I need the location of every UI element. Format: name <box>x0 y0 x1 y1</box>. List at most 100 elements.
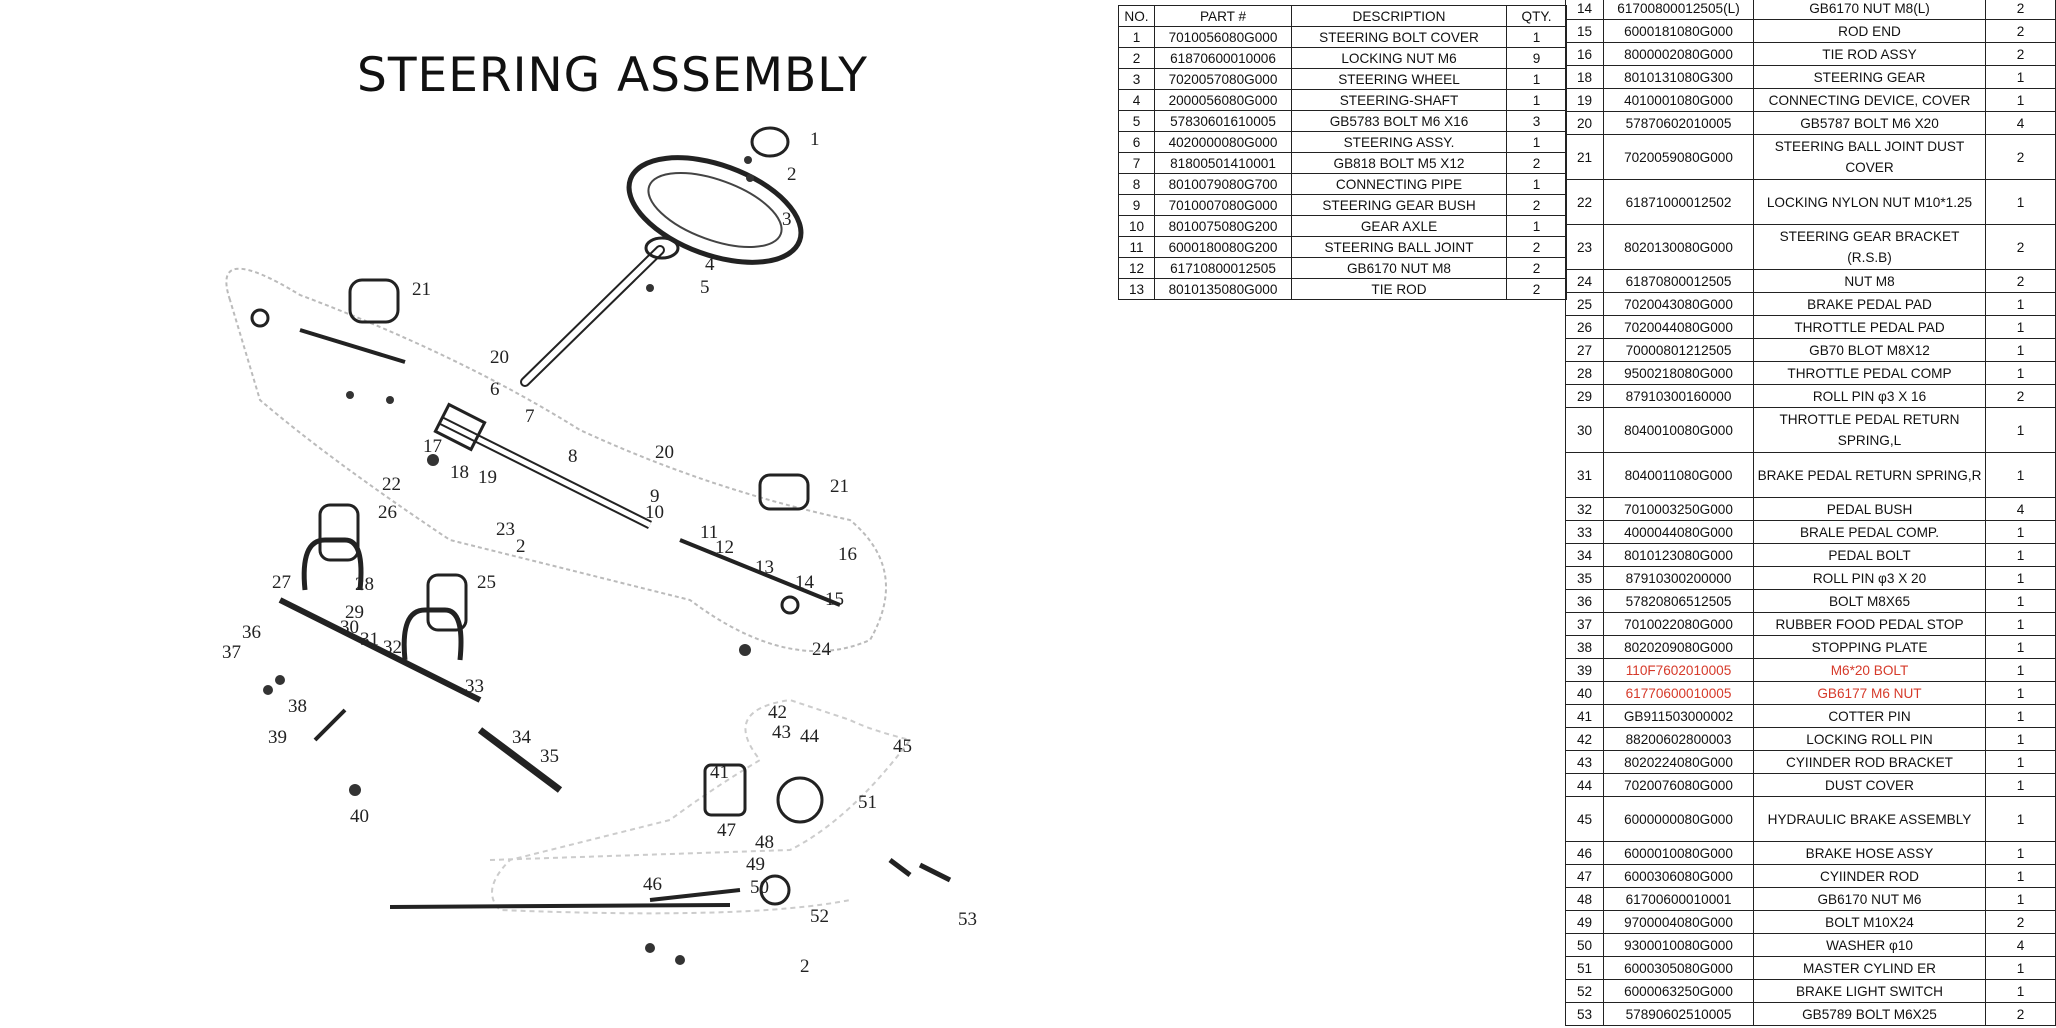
cell-description: GB818 BOLT M5 X12 <box>1291 152 1507 174</box>
cell-qty: 2 <box>1985 910 2056 934</box>
cell-qty: 1 <box>1985 658 2056 682</box>
cell-part: 8010123080G000 <box>1603 543 1754 567</box>
cell-no: 21 <box>1565 134 1604 180</box>
cell-no: 49 <box>1565 910 1604 934</box>
cell-no: 4 <box>1118 89 1155 111</box>
cell-qty: 1 <box>1985 543 2056 567</box>
callout-11: 11 <box>700 522 718 543</box>
cell-qty: 2 <box>1985 19 2056 43</box>
callout-38: 38 <box>288 696 307 717</box>
cell-part: 8010135080G000 <box>1154 278 1292 300</box>
cell-no: 45 <box>1565 796 1604 842</box>
cell-description: ROLL PIN φ3 X 16 <box>1753 384 1986 408</box>
callout-45: 45 <box>893 736 912 757</box>
cell-description: TIE ROD ASSY <box>1753 42 1986 66</box>
callout-52: 52 <box>810 906 829 927</box>
callout-27: 27 <box>272 572 291 593</box>
cell-part: 7020044080G000 <box>1603 315 1754 339</box>
callout-4: 4 <box>705 254 715 275</box>
callout-3: 3 <box>782 209 792 230</box>
cell-qty: 4 <box>1985 497 2056 521</box>
table-header-row: NO. PART # DESCRIPTION QTY. <box>1118 5 1567 27</box>
callout-9: 9 <box>650 486 660 507</box>
callout-2: 2 <box>787 164 797 185</box>
cell-qty: 2 <box>1985 269 2056 293</box>
callout-31: 31 <box>360 629 379 650</box>
cell-no: 19 <box>1565 88 1604 112</box>
cell-part: 57830601610005 <box>1154 110 1292 132</box>
cell-no: 13 <box>1118 278 1155 300</box>
callout-33: 33 <box>465 676 484 697</box>
cell-qty: 1 <box>1985 864 2056 888</box>
callout-39: 39 <box>268 727 287 748</box>
cell-qty: 1 <box>1985 727 2056 751</box>
cell-qty: 1 <box>1985 773 2056 797</box>
cell-description: M6*20 BOLT <box>1753 658 1986 682</box>
callout-22: 22 <box>382 474 401 495</box>
callout-16: 16 <box>838 544 857 565</box>
callout-6: 6 <box>490 379 500 400</box>
cell-description: GB5789 BOLT M6X25 <box>1753 1002 1986 1026</box>
cell-qty: 2 <box>1506 194 1567 216</box>
cell-no: 53 <box>1565 1002 1604 1026</box>
cell-part: 61770600010005 <box>1603 681 1754 705</box>
cell-qty: 1 <box>1506 89 1567 111</box>
exploded-diagram: 1 2 3 4 5 6 7 8 9 10 11 12 13 14 15 16 1… <box>150 100 1030 1020</box>
callout-32: 32 <box>383 637 402 658</box>
cell-part: 7010056080G000 <box>1154 26 1292 48</box>
cell-part: 6000181080G000 <box>1603 19 1754 43</box>
cell-qty: 1 <box>1985 407 2056 453</box>
cell-qty: 1 <box>1985 841 2056 865</box>
cell-part: 87910300200000 <box>1603 566 1754 590</box>
callout-18: 18 <box>450 462 469 483</box>
callout-53: 53 <box>958 909 977 930</box>
cell-description: LOCKING ROLL PIN <box>1753 727 1986 751</box>
cell-description: STEERING WHEEL <box>1291 68 1507 90</box>
cell-part: 8000002080G000 <box>1603 42 1754 66</box>
cell-no: 5 <box>1118 110 1155 132</box>
callout-28: 28 <box>355 574 374 595</box>
cell-no: 23 <box>1565 224 1604 270</box>
cell-qty: 2 <box>1985 0 2056 20</box>
cell-part: 61700600010001 <box>1603 887 1754 911</box>
cell-qty: 1 <box>1985 704 2056 728</box>
cell-qty: 2 <box>1506 152 1567 174</box>
cell-no: 14 <box>1565 0 1604 20</box>
cell-no: 44 <box>1565 773 1604 797</box>
cell-part: 8040011080G000 <box>1603 452 1754 498</box>
cell-part: 7010003250G000 <box>1603 497 1754 521</box>
cell-description: STEERING BOLT COVER <box>1291 26 1507 48</box>
cell-qty: 1 <box>1985 589 2056 613</box>
header-part: PART # <box>1154 5 1292 27</box>
callout-40: 40 <box>350 806 369 827</box>
parts-table-left: NO. PART # DESCRIPTION QTY. 1 7010056080G… <box>1118 5 1567 300</box>
callout-26: 26 <box>378 502 397 523</box>
cell-description: RUBBER FOOD PEDAL STOP <box>1753 612 1986 636</box>
cell-part: 8040010080G000 <box>1603 407 1754 453</box>
cell-no: 28 <box>1565 361 1604 385</box>
cell-part: 70000801212505 <box>1603 338 1754 362</box>
cell-qty: 2 <box>1985 1002 2056 1026</box>
cell-no: 42 <box>1565 727 1604 751</box>
cell-no: 32 <box>1565 497 1604 521</box>
cell-description: BRAKE PEDAL PAD <box>1753 292 1986 316</box>
cell-qty: 1 <box>1985 520 2056 544</box>
callout-51: 51 <box>858 792 877 813</box>
cell-no: 50 <box>1565 933 1604 957</box>
cell-qty: 1 <box>1506 215 1567 237</box>
cell-description: GB6170 NUT M8(L) <box>1753 0 1986 20</box>
callout-25: 25 <box>477 572 496 593</box>
